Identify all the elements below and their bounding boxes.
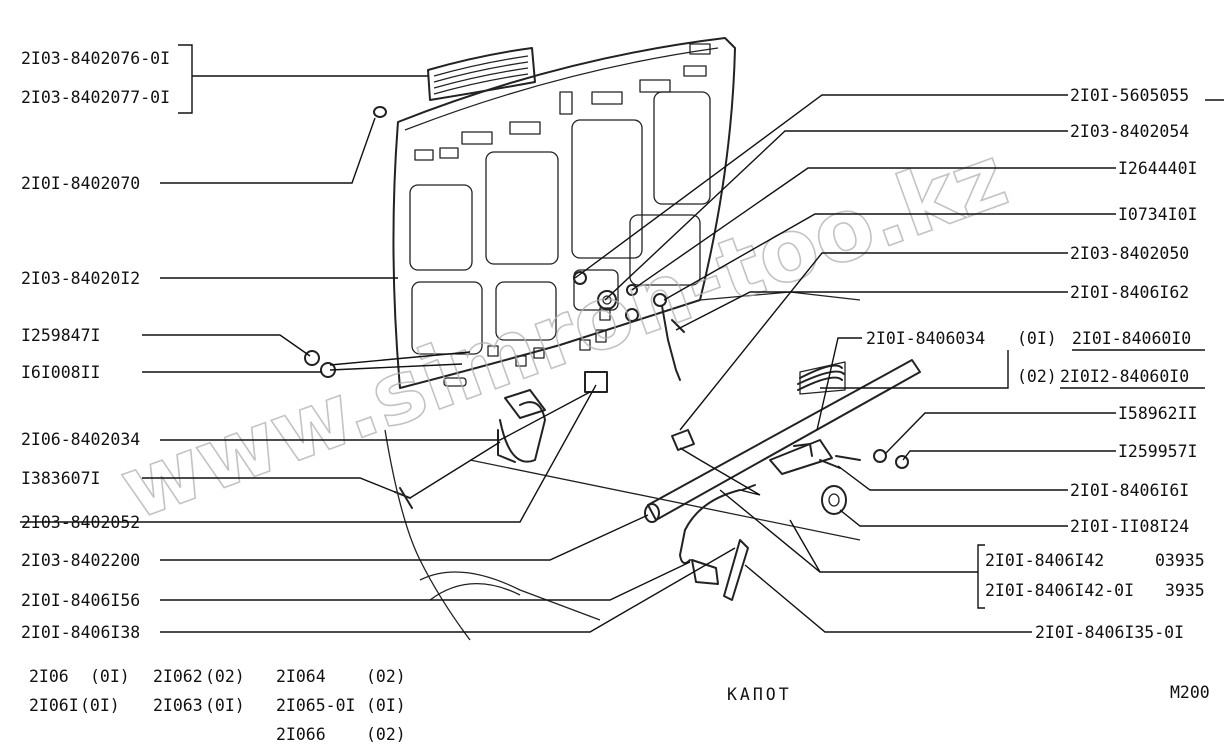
label-2103-8402012: 2I03-84020I2 bbox=[21, 269, 140, 288]
label-2101-8406138: 2I0I-8406I38 bbox=[21, 623, 140, 642]
label-1610081: I6I008II bbox=[21, 363, 100, 382]
model-variant: (0I) bbox=[80, 696, 120, 715]
model-variant: (02) bbox=[366, 667, 406, 686]
label-2103-8402050: 2I03-8402050 bbox=[1070, 244, 1189, 263]
label-1264440: I264440I bbox=[1118, 159, 1197, 178]
label-option-02: (02) bbox=[1017, 367, 1057, 386]
model-name: 2I066 bbox=[276, 725, 326, 744]
model-variant: (0I) bbox=[90, 667, 130, 686]
label-2101-8406034: 2I0I-8406034 bbox=[866, 329, 985, 348]
model-name: 2I063 bbox=[153, 696, 203, 715]
rubber-bumper bbox=[373, 106, 387, 118]
sheet-number: M200 bbox=[1170, 683, 1210, 702]
label-2101-8406142: 2I0I-8406I42 bbox=[985, 551, 1104, 570]
label-1589621: I58962II bbox=[1118, 404, 1197, 423]
model-variant: (0I) bbox=[205, 696, 245, 715]
model-variant: (02) bbox=[205, 667, 245, 686]
diagram-title: КАПОТ bbox=[727, 685, 792, 704]
label-2103-8402052: 2I03-8402052 bbox=[21, 513, 140, 532]
release-mechanism bbox=[644, 359, 921, 601]
label-2101-8402070: 2I0I-8402070 bbox=[21, 174, 140, 193]
label-2103-8402077-01: 2I03-8402077-0I bbox=[21, 88, 170, 107]
label-code-3935: 3935 bbox=[1165, 581, 1205, 600]
model-variant: (02) bbox=[366, 725, 406, 744]
label-2101-5605055: 2I0I-5605055 bbox=[1070, 86, 1189, 105]
leader-lines bbox=[20, 44, 1224, 633]
label-2101-1108124: 2I0I-II08I24 bbox=[1070, 517, 1189, 536]
label-2101-8406161: 2I0I-8406I6I bbox=[1070, 481, 1189, 500]
label-2101-8406162: 2I0I-8406I62 bbox=[1070, 283, 1189, 302]
label-2106-8402034: 2I06-8402034 bbox=[21, 430, 140, 449]
model-name: 2I062 bbox=[153, 667, 203, 686]
label-2101-8406135-01: 2I0I-8406I35-0I bbox=[1035, 623, 1184, 642]
label-2101-8406142-01: 2I0I-8406I42-0I bbox=[985, 581, 1134, 600]
model-name: 2I065-0I bbox=[276, 696, 355, 715]
label-2103-8402054: 2I03-8402054 bbox=[1070, 122, 1189, 141]
model-name: 2I06I bbox=[29, 696, 79, 715]
part-labels: 2I03-8402076-0I 2I03-8402077-0I 2I0I-840… bbox=[21, 49, 1205, 642]
label-2103-8402200: 2I03-8402200 bbox=[21, 551, 140, 570]
model-name: 2I064 bbox=[276, 667, 326, 686]
label-21012-8406010: 2I0I2-84060I0 bbox=[1060, 367, 1189, 386]
label-1073410: I0734I0I bbox=[1118, 205, 1197, 224]
model-variant: (0I) bbox=[366, 696, 406, 715]
label-option-01: (0I) bbox=[1017, 329, 1057, 348]
label-code-03935: 03935 bbox=[1155, 551, 1205, 570]
hood-hinge bbox=[394, 371, 608, 509]
model-name: 2I06 bbox=[29, 667, 69, 686]
label-1259847: I259847I bbox=[21, 326, 100, 345]
label-1383607: I383607I bbox=[21, 469, 100, 488]
air-intake-grille bbox=[427, 47, 536, 101]
label-2103-8402076-01: 2I03-8402076-0I bbox=[21, 49, 170, 68]
model-list: 2I06 (0I) 2I06I (0I) 2I062 (02) 2I063 (0… bbox=[29, 667, 406, 744]
label-2101-8406010: 2I0I-84060I0 bbox=[1072, 329, 1191, 348]
label-1259957: I259957I bbox=[1118, 442, 1197, 461]
label-2101-8406156: 2I0I-8406I56 bbox=[21, 591, 140, 610]
